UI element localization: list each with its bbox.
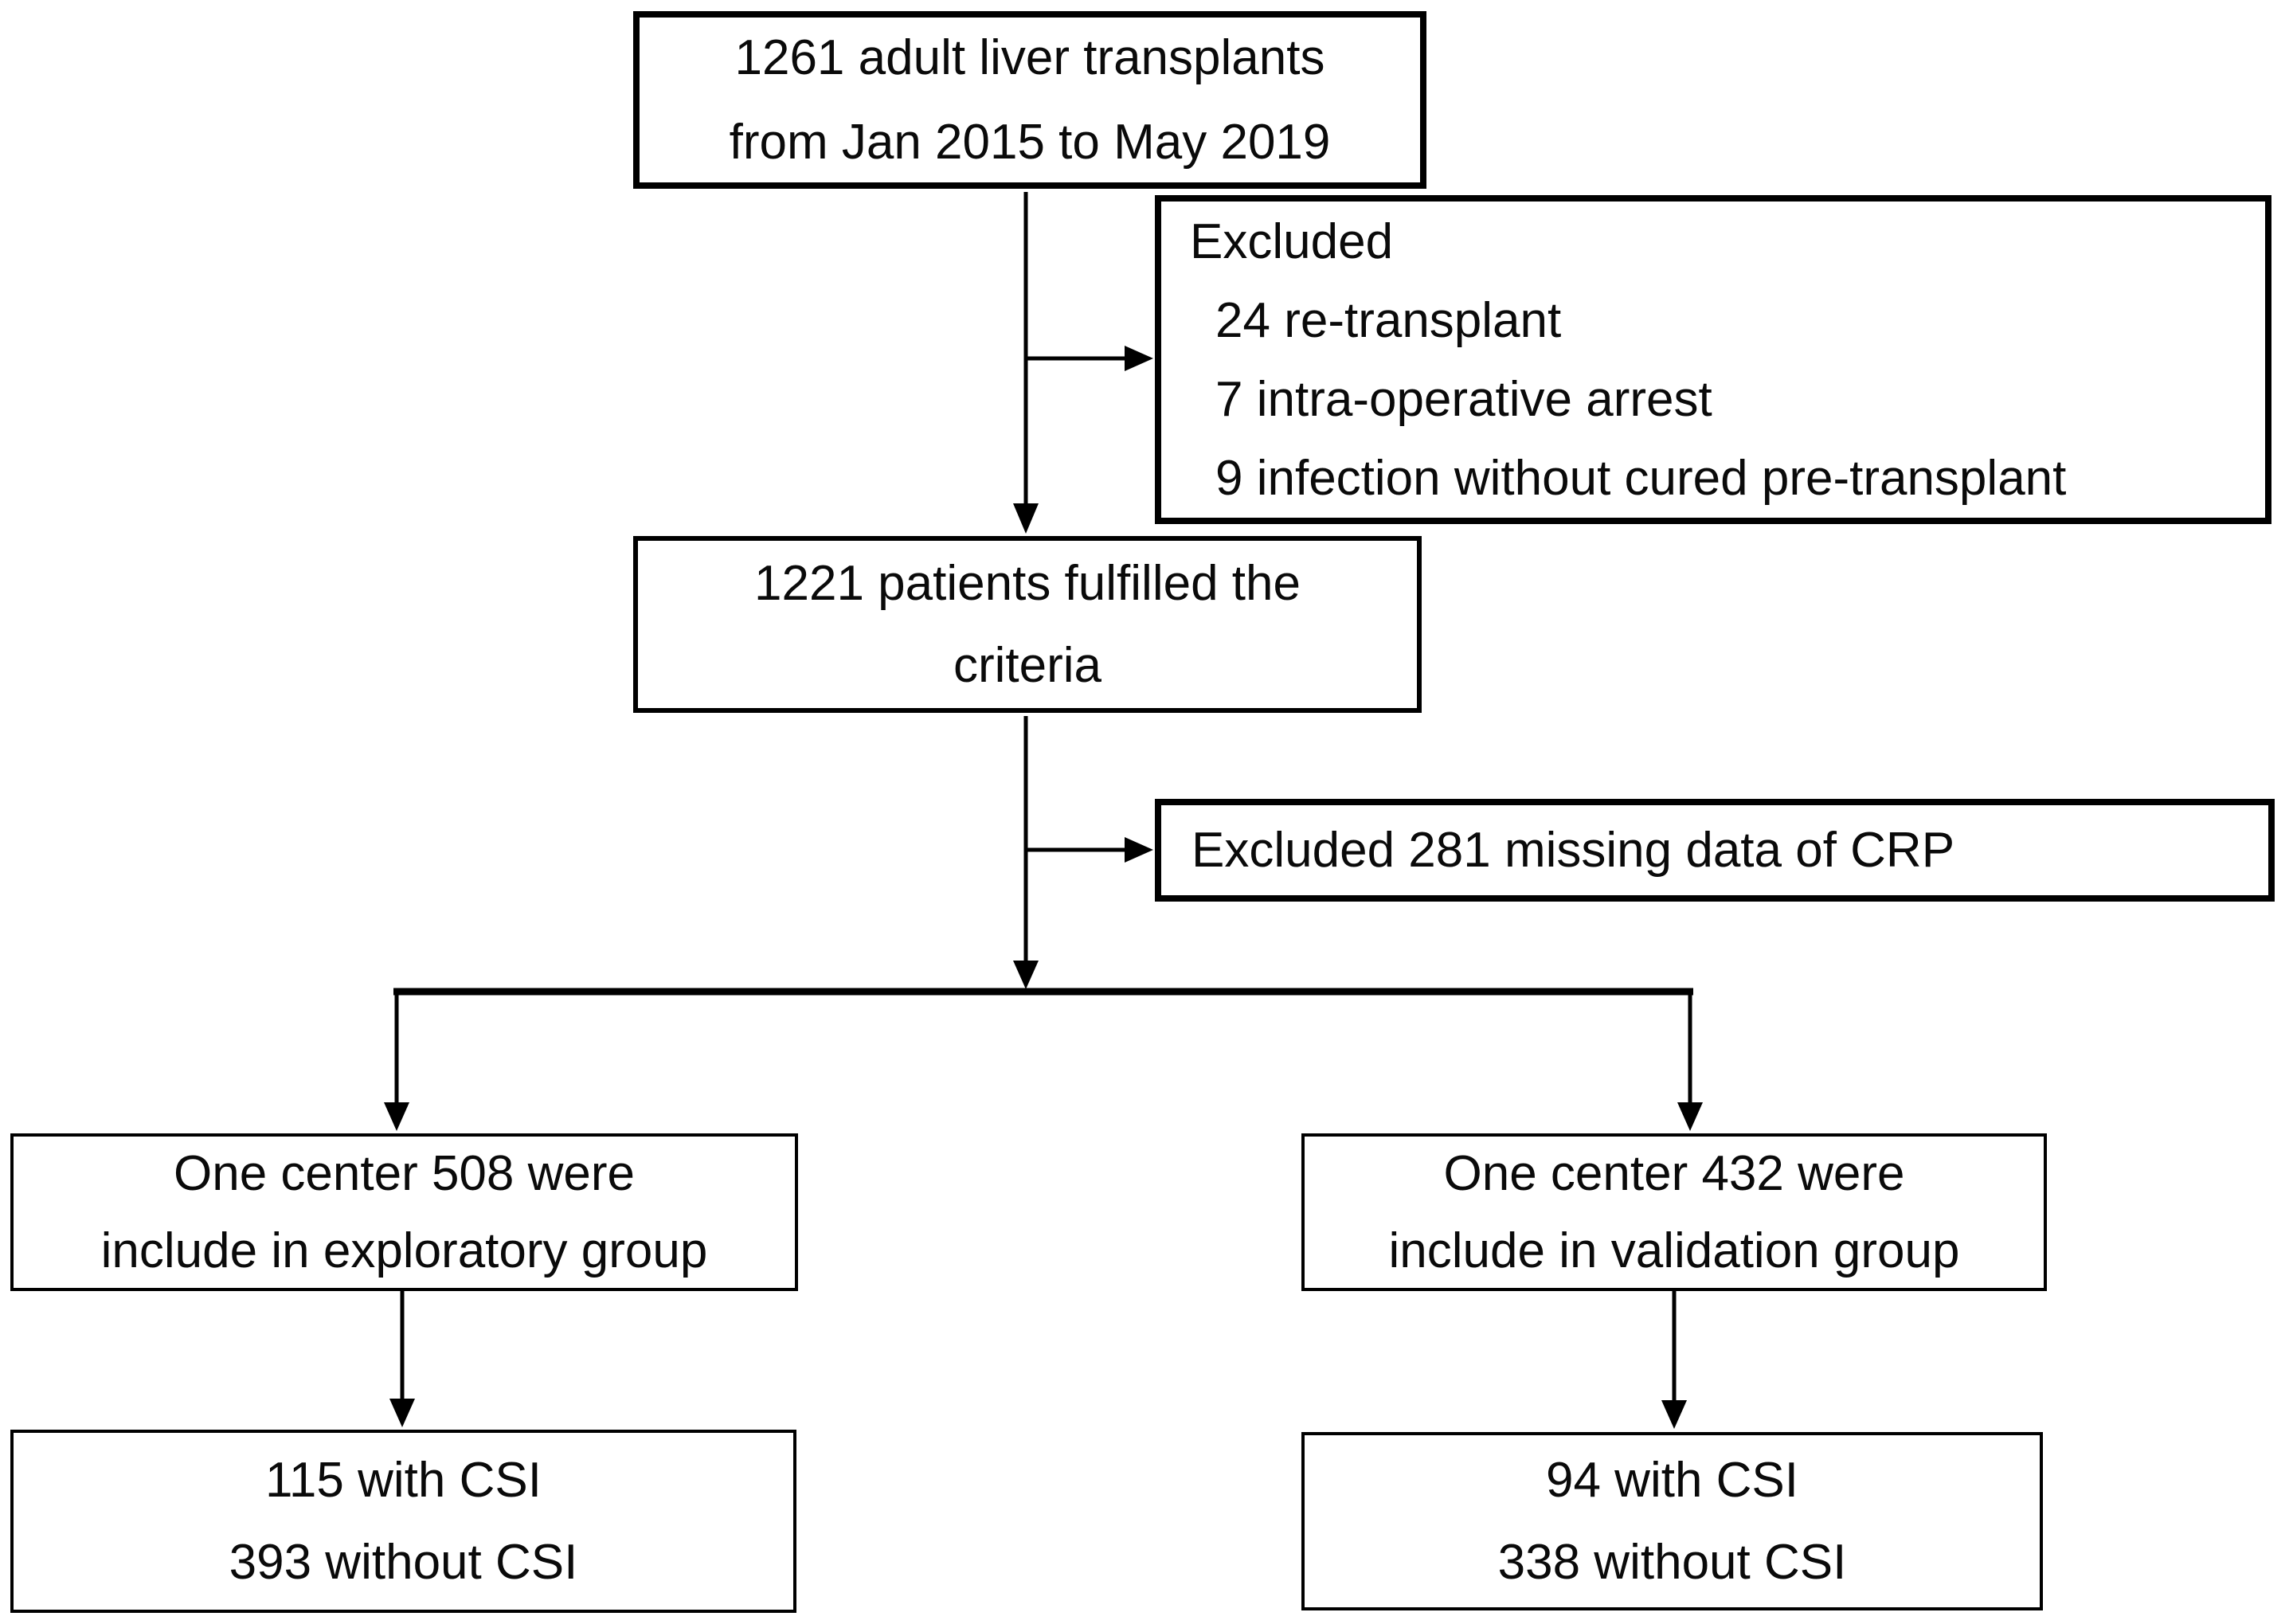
arrowhead-to-exploratory-csi xyxy=(389,1399,415,1427)
box-exploratory-csi-line2: 393 without CSI xyxy=(229,1535,578,1590)
box-excluded-initial-item: 24 re-transplant xyxy=(1215,292,1562,348)
box-validation-group: One center 432 were include in validatio… xyxy=(1301,1133,2047,1291)
box-total-line2: from Jan 2015 to May 2019 xyxy=(729,114,1331,170)
box-exploratory-line1: One center 508 were xyxy=(173,1146,635,1201)
arrowhead-total-to-criteria xyxy=(1013,503,1039,534)
box-validation-csi-line1: 94 with CSI xyxy=(1545,1453,1799,1508)
box-excluded-crp: Excluded 281 missing data of CRP xyxy=(1155,799,2275,902)
arrowhead-to-exploratory xyxy=(384,1102,409,1131)
box-criteria-line2: criteria xyxy=(953,638,1102,693)
box-validation-csi: 94 with CSI 338 without CSI xyxy=(1301,1432,2043,1610)
box-exploratory-csi-line1: 115 with CSI xyxy=(265,1453,542,1508)
arrowhead-to-validation-csi xyxy=(1661,1400,1687,1429)
arrowhead-excluded-crp xyxy=(1125,837,1153,863)
box-validation-line2: include in validation group xyxy=(1388,1223,1960,1278)
box-exploratory-csi: 115 with CSI 393 without CSI xyxy=(10,1430,796,1613)
box-criteria: 1221 patients fulfilled the criteria xyxy=(633,536,1422,713)
box-excluded-crp-text: Excluded 281 missing data of CRP xyxy=(1191,823,1955,878)
arrowhead-excluded-initial xyxy=(1125,346,1153,371)
arrowhead-criteria-to-bar xyxy=(1013,961,1039,989)
box-total-line1: 1261 adult liver transplants xyxy=(734,29,1325,85)
box-excluded-initial: Excluded 24 re-transplant 7 intra-operat… xyxy=(1155,195,2271,524)
box-validation-csi-line2: 338 without CSI xyxy=(1497,1535,1847,1590)
box-exploratory-line2: include in exploratory group xyxy=(100,1223,708,1278)
box-excluded-initial-item: 7 intra-operative arrest xyxy=(1215,371,1712,427)
box-excluded-initial-item: 9 infection without cured pre-transplant xyxy=(1215,450,2067,506)
box-total-transplants: 1261 adult liver transplants from Jan 20… xyxy=(633,11,1426,189)
box-validation-line1: One center 432 were xyxy=(1443,1146,1905,1201)
box-excluded-initial-title: Excluded xyxy=(1190,213,1394,269)
box-exploratory-group: One center 508 were include in explorato… xyxy=(10,1133,798,1291)
arrowhead-to-validation xyxy=(1677,1102,1703,1131)
box-criteria-line1: 1221 patients fulfilled the xyxy=(754,556,1301,611)
